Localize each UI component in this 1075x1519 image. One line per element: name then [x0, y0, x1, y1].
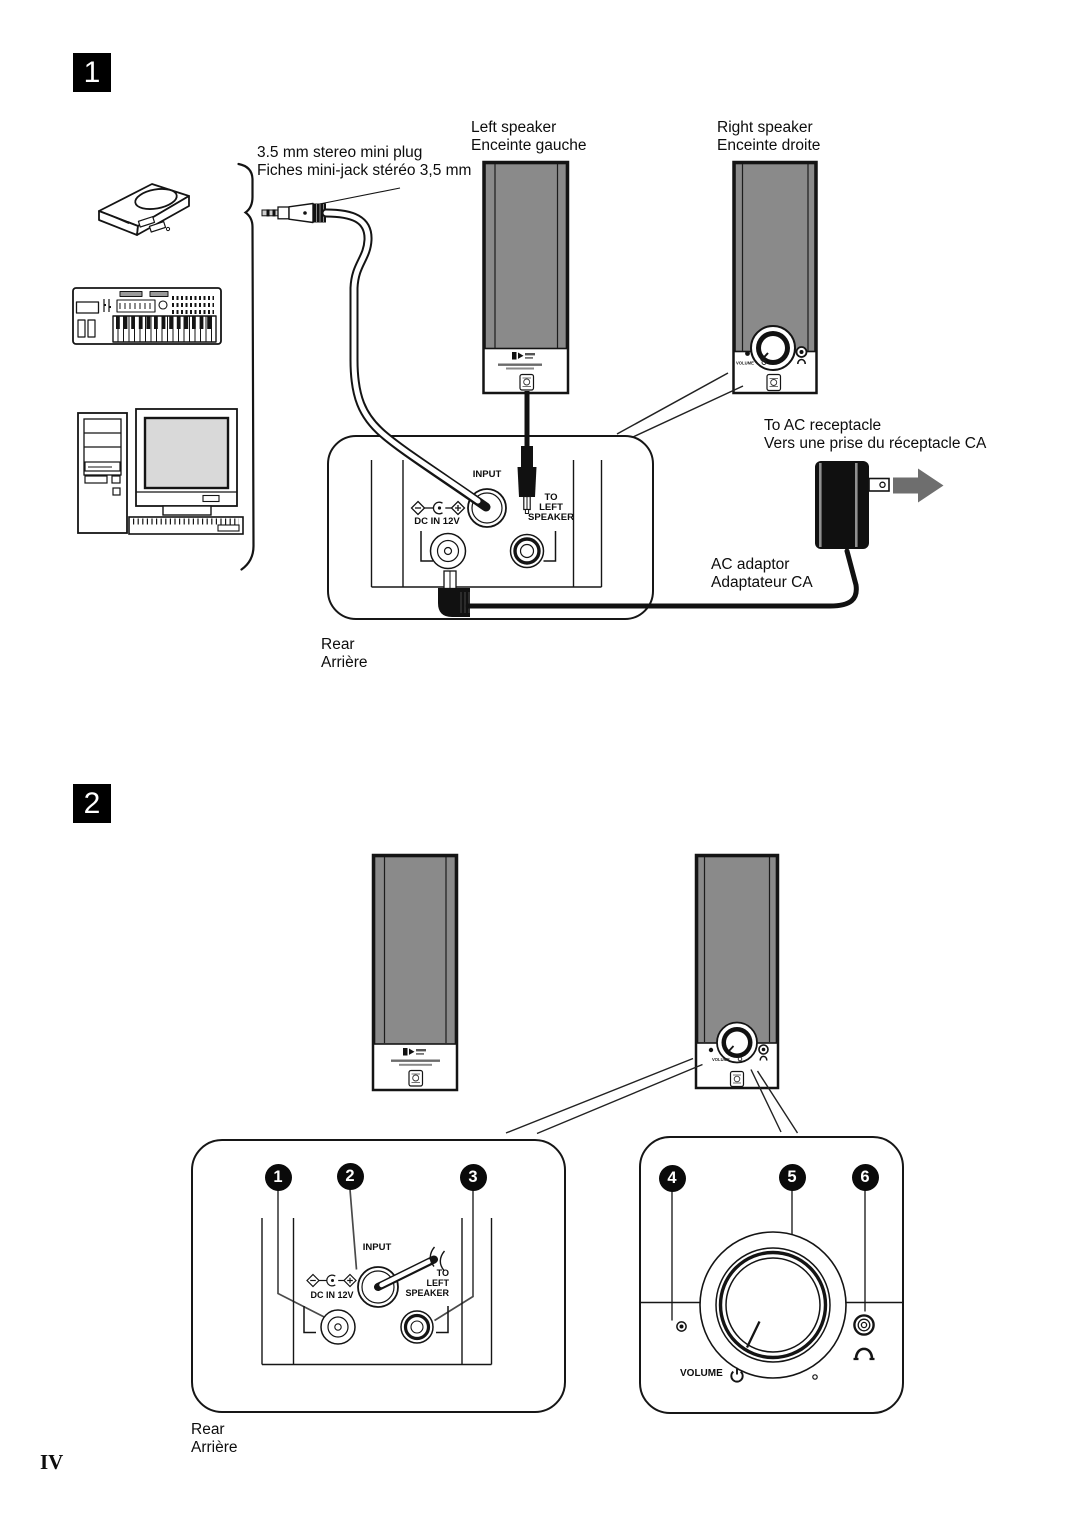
- right-speaker-label: Right speaker Enceinte droite: [717, 119, 821, 154]
- input-label: INPUT: [472, 468, 502, 480]
- dc-plug-icon: [438, 570, 470, 617]
- right-speaker-front: VOLUME: [732, 160, 818, 395]
- volume-knob-small: [716, 1021, 758, 1064]
- callout-6-badge: 6: [851, 1163, 879, 1191]
- to-left-speaker-label-detail: TO LEFT SPEAKER: [405, 1268, 449, 1298]
- input-label-detail: INPUT: [362, 1241, 392, 1253]
- left-speaker-label: Left speaker Enceinte gauche: [471, 119, 587, 154]
- power-symbol-icon: [730, 1367, 744, 1383]
- plug-pointer-line: [306, 187, 401, 208]
- headphone-icon: [759, 1055, 768, 1061]
- rca-jack: [509, 533, 545, 569]
- plug-label-en: 3.5 mm stereo mini plug: [257, 144, 423, 161]
- keyboard-icon: [72, 287, 222, 345]
- power-cord: [465, 548, 859, 609]
- cable-stub: [374, 1246, 446, 1291]
- section2-right-speaker: VOLUME: [694, 853, 780, 1090]
- speaker-emblem: [729, 1070, 745, 1088]
- to-left-speaker-label: TO LEFT SPEAKER: [528, 491, 574, 524]
- volume-max-dot: [812, 1374, 818, 1380]
- volume-knob: [699, 1231, 847, 1379]
- rca-plug-icon: [517, 446, 537, 514]
- rear-detail-box: [191, 1139, 566, 1413]
- callout-5-badge: 5: [778, 1163, 806, 1191]
- volume-label: VOLUME: [680, 1368, 723, 1379]
- power-led: [676, 1321, 687, 1332]
- rear-label-section2: Rear Arrière: [191, 1421, 238, 1456]
- speaker-label: [498, 352, 542, 391]
- left-speaker-front: [482, 160, 570, 395]
- plug-label: 3.5 mm stereo mini plug Fiches mini-jack…: [257, 144, 471, 180]
- headphone-jack-small: [758, 1044, 769, 1061]
- page-number: IV: [40, 1450, 64, 1474]
- ac-prong: [868, 477, 890, 492]
- step-2-badge: 2: [73, 784, 111, 823]
- ac-receptacle-label: To AC receptacle Vers une prise du récep…: [764, 417, 987, 452]
- ac-adaptor-label: AC adaptor Adaptateur CA: [711, 556, 813, 591]
- speaker-label: [391, 1048, 440, 1087]
- plug-label-fr: Fiches mini-jack stéréo 3,5 mm: [257, 162, 472, 179]
- controls-detail-box: [639, 1136, 904, 1414]
- callout-1-badge: 1: [264, 1163, 292, 1191]
- headphone-icon: [797, 358, 806, 365]
- mini-plug-icon: [261, 202, 326, 224]
- headphone-jack: [853, 1314, 875, 1336]
- power-led-small: [708, 1047, 714, 1053]
- dc-in-label: DC IN 12V: [414, 516, 460, 527]
- callout-4-badge: 4: [658, 1164, 686, 1192]
- headphone-icon: [853, 1347, 875, 1361]
- md-player-icon: [98, 183, 190, 236]
- direction-arrow-icon: [893, 468, 944, 503]
- ac-adaptor-icon: [815, 461, 890, 549]
- speaker-to-panel-lines: [616, 372, 744, 438]
- audio-cable: [321, 208, 491, 512]
- section2-left-speaker: [371, 853, 459, 1092]
- volume-micro-label: VOLUME: [712, 1057, 730, 1062]
- callout-lines: [505, 1057, 799, 1135]
- callout-2-badge: 2: [336, 1162, 364, 1190]
- power-led-small: [745, 351, 750, 356]
- rear-panel-box: [327, 435, 654, 620]
- dc-in-label-detail: DC IN 12V: [310, 1290, 354, 1300]
- computer-icon: [77, 408, 244, 535]
- jack-brackets: [420, 531, 557, 562]
- dc-in-jack: [429, 532, 467, 570]
- headphone-jack-small: [795, 346, 808, 365]
- volume-knob-small: [750, 325, 796, 371]
- dc-polarity-icon: [410, 500, 466, 516]
- step-1-badge: 1: [73, 53, 111, 92]
- rca-jack: [400, 1310, 434, 1344]
- speaker-emblem: [766, 373, 782, 392]
- callout-3-badge: 3: [459, 1163, 487, 1191]
- jack-brackets: [303, 1306, 449, 1334]
- volume-micro-label: VOLUME: [736, 361, 754, 366]
- dc-polarity-icon: [306, 1273, 357, 1288]
- devices-brace: [237, 162, 255, 571]
- left-speaker-cord: [517, 391, 537, 514]
- rear-label-section1: Rear Arrière: [321, 636, 368, 671]
- dc-in-jack: [320, 1309, 356, 1345]
